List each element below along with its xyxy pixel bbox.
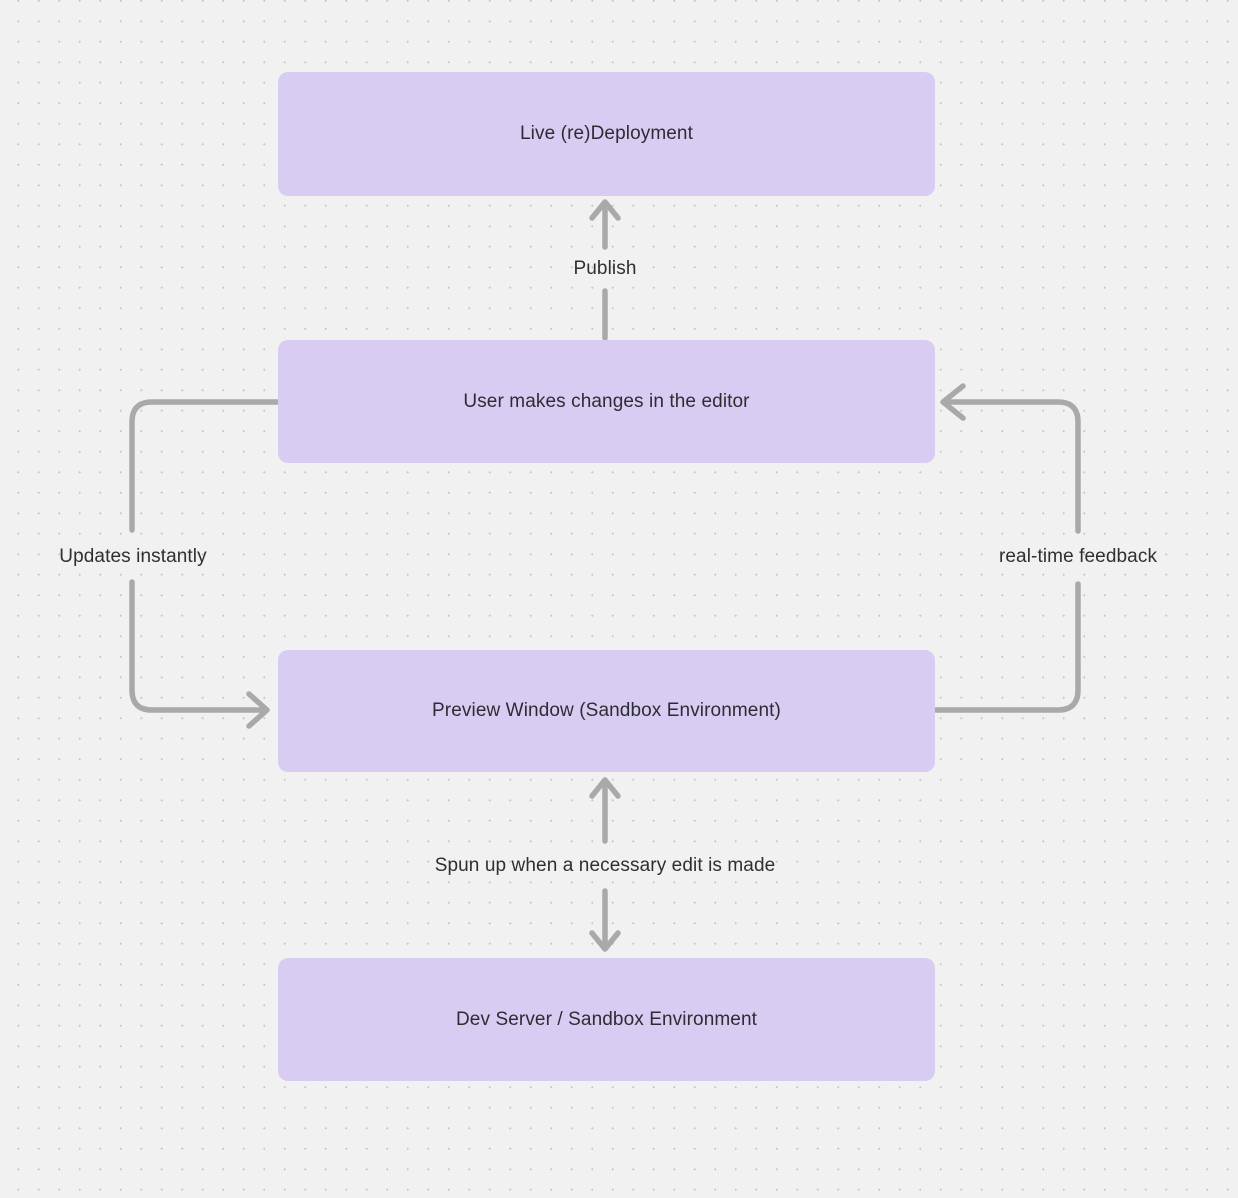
edge-label-realtime-feedback[interactable]: real-time feedback bbox=[998, 546, 1158, 567]
node-live-redeployment[interactable]: Live (re)Deployment bbox=[278, 72, 935, 196]
arrowhead-right-icon bbox=[246, 691, 270, 729]
edge-label-spun-up[interactable]: Spun up when a necessary edit is made bbox=[434, 855, 776, 876]
arrowhead-up-icon bbox=[589, 199, 621, 221]
node-label: Preview Window (Sandbox Environment) bbox=[432, 700, 781, 721]
node-dev-server[interactable]: Dev Server / Sandbox Environment bbox=[278, 958, 935, 1081]
node-user-editor[interactable]: User makes changes in the editor bbox=[278, 340, 935, 463]
edge-label-publish[interactable]: Publish bbox=[573, 258, 637, 279]
node-label: Dev Server / Sandbox Environment bbox=[455, 1008, 757, 1030]
node-label: Live (re)Deployment bbox=[520, 123, 693, 144]
arrowhead-left-icon bbox=[940, 383, 966, 421]
node-label: User makes changes in the editor bbox=[463, 390, 750, 412]
arrowhead-down-icon bbox=[589, 930, 621, 952]
arrowhead-up-icon bbox=[589, 777, 621, 799]
node-preview-window[interactable]: Preview Window (Sandbox Environment) bbox=[278, 650, 935, 772]
edge-label-updates-instantly[interactable]: Updates instantly bbox=[59, 546, 207, 567]
